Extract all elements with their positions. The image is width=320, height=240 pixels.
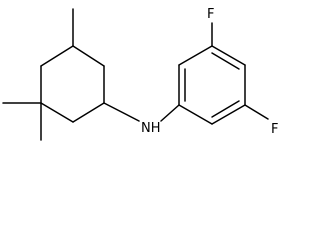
benzene-bond-5 <box>211 104 246 125</box>
benzene-bond-3-inner <box>211 52 240 70</box>
bond-nitrogen-to-aryl <box>160 104 180 122</box>
chemical-structure-diagram: NH F F <box>2 7 278 141</box>
nitrogen-label: NH <box>141 121 161 136</box>
benzene-bond-2 <box>178 45 213 66</box>
fluorine-bottom-label: F <box>271 122 278 137</box>
ring-bond-c2-c3 <box>72 45 105 67</box>
fluorine-top-label: F <box>207 7 214 22</box>
ring-bond-c5-c6 <box>40 102 74 123</box>
methyl-groups <box>2 8 74 141</box>
ring-bond-c6-c1 <box>72 102 105 123</box>
bond-ring-to-nitrogen <box>103 102 140 122</box>
ring-bond-c3-c4 <box>40 45 74 67</box>
cyclohexane-ring <box>40 45 105 123</box>
benzene-bond-3 <box>211 45 246 66</box>
benzene-ring <box>178 45 246 125</box>
bond-to-fluorine-bottom <box>244 104 269 120</box>
benzene-bond-5-inner <box>211 100 240 118</box>
benzene-bond-6 <box>178 104 213 125</box>
